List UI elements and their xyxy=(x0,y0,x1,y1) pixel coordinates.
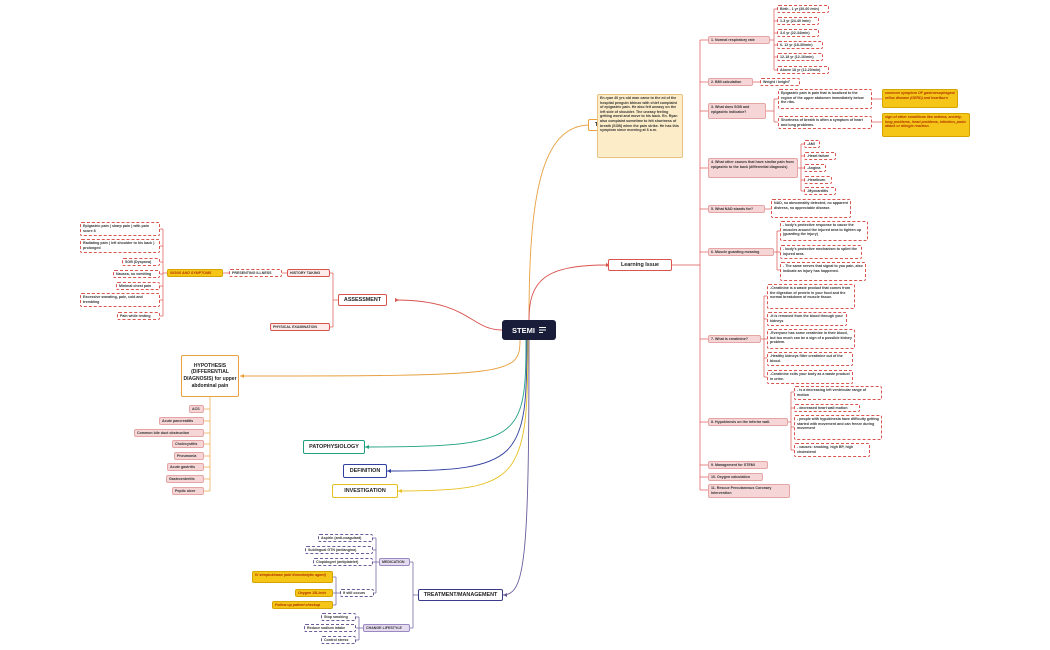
sob-note-1[interactable]: common symptom OF gastroesophageal reflu… xyxy=(882,89,958,108)
learning-item-11[interactable]: 11. Rescue Percutaneous Coronary Interve… xyxy=(708,484,790,498)
learning-item-10[interactable]: 10. Oxygen calculation xyxy=(708,473,763,481)
muscle-item-2[interactable]: - body's protective mechanism to splint … xyxy=(780,245,862,259)
symptom-7[interactable]: Pain while resting xyxy=(117,312,160,320)
topic-pathophysiology[interactable]: PATOPHYSIOLOGY xyxy=(303,440,365,454)
lifestyle-3[interactable]: Control stress xyxy=(321,636,356,644)
physical-examination[interactable]: PHYSICAL EXAMINATION xyxy=(270,323,330,331)
sob-note-2[interactable]: sign of other conditions like asthma, an… xyxy=(882,113,970,137)
ddx-6[interactable]: Acute gastritis xyxy=(167,463,204,471)
topic-hypothesis[interactable]: HYPOTHESIS (DIFFERENTIAL DIAGNOSIS) for … xyxy=(181,355,239,397)
topic-assessment[interactable]: ASSESSMENT xyxy=(338,294,387,306)
symptom-2[interactable]: Radiating pain ( left shoulder to his ba… xyxy=(80,239,160,253)
still-item-3[interactable]: Follow up patient checkup xyxy=(272,601,333,609)
learning-item-7[interactable]: 7. What is creatinine? xyxy=(708,335,761,343)
med-2[interactable]: Sublingual GTN (antiangina) xyxy=(305,546,373,554)
still-item-2[interactable]: Oxygen 15L/min xyxy=(295,589,333,597)
diff-item-5[interactable]: -Myocarditis xyxy=(804,187,836,195)
topic-definition[interactable]: DEFINITION xyxy=(343,464,387,478)
diff-item-2[interactable]: -Heart failure xyxy=(804,152,836,160)
resp-rate-3[interactable]: 3-6 yr (22-34/min) xyxy=(777,29,819,37)
diff-item-3[interactable]: -Angina xyxy=(804,164,826,172)
creatinine-item-5[interactable]: -Creatinine exits your body as a waste p… xyxy=(767,370,853,384)
muscle-item-1[interactable]: - body's protective response to cause th… xyxy=(780,221,868,241)
learning-item-1[interactable]: 1. Normal respiratory rate xyxy=(708,36,770,44)
resp-rate-1[interactable]: Birth - 1 yr (30-60 /min) xyxy=(777,5,829,13)
presenting-illness[interactable]: PRESENTING ILLNESS xyxy=(229,269,282,277)
symptom-6[interactable]: Excessive sweating, pale, cold and tremb… xyxy=(80,293,160,307)
resp-rate-5[interactable]: 12-18 yr (12-16/min) xyxy=(777,53,823,61)
symptom-4[interactable]: Nausea, no vomiting xyxy=(113,270,160,278)
if-still-occurs[interactable]: If still occurs xyxy=(340,589,374,597)
topic-investigation[interactable]: INVESTIGATION xyxy=(332,484,398,498)
creatinine-item-4[interactable]: -Healthy kidneys filter creatinine out o… xyxy=(767,352,853,366)
learning-item-8[interactable]: 8. Hypokinesis on the inferior wall. xyxy=(708,418,788,426)
still-item-1[interactable]: IV streptokinase (anti thrombolytic agen… xyxy=(252,571,333,583)
creatinine-item-2[interactable]: -It is removed from the blood through yo… xyxy=(767,312,847,326)
med-1[interactable]: Aspirin (anti-coagulant) xyxy=(318,534,373,542)
hypo-item-2[interactable]: - decreased heart wall motion xyxy=(794,404,860,412)
medication[interactable]: MEDICATION xyxy=(379,558,410,566)
ddx-5[interactable]: Pneumonia xyxy=(174,452,204,460)
ddx-2[interactable]: Acute pancreatitis xyxy=(159,417,204,425)
ddx-1[interactable]: ACS xyxy=(189,405,204,413)
central-topic-label: STEMI xyxy=(512,325,535,335)
hypo-item-1[interactable]: - is a decreasing left ventricular range… xyxy=(794,386,882,400)
resp-rate-2[interactable]: 1-3 yr (24-40 /min) xyxy=(777,17,819,25)
resp-rate-4[interactable]: 6- 12 yr (18-30/min) xyxy=(777,41,823,49)
ddx-3[interactable]: Common bile duct obstruction xyxy=(134,429,204,437)
symptom-5[interactable]: Minimal chest pain xyxy=(116,282,160,290)
learning-item-6[interactable]: 6. Muscle guarding meaning xyxy=(708,248,774,256)
resp-rate-6[interactable]: Above 18 yr (12-20/min) xyxy=(777,66,829,74)
list-icon xyxy=(538,327,546,333)
learning-item-4[interactable]: 4. What other causes that have similar p… xyxy=(708,158,798,178)
creatinine-item-3[interactable]: -Everyone has some creatinine in their b… xyxy=(767,329,855,349)
bmi-formula[interactable]: Weight / height² xyxy=(760,78,800,86)
hypo-item-3[interactable]: - people with hypokinesia have difficult… xyxy=(794,415,882,440)
signs-and-symptoms[interactable]: SIGNS AND SYMPTOMS xyxy=(167,269,223,277)
central-topic[interactable]: STEMI xyxy=(502,320,556,340)
learning-item-9[interactable]: 9. Management for STEMI xyxy=(708,461,768,469)
nad-text[interactable]: NAD, no abnormality detected, no apparen… xyxy=(771,199,851,218)
lifestyle-2[interactable]: Reduce sodium intake xyxy=(304,624,356,632)
learning-item-3[interactable]: 3. What does SOB and epigastric indicato… xyxy=(708,103,766,119)
symptom-1[interactable]: Epigastric pain ( sharp pain ) with pain… xyxy=(80,222,160,236)
diff-item-1[interactable]: -AMI xyxy=(804,140,820,148)
sob-item-2[interactable]: Shortness of breath is often a symptom o… xyxy=(778,116,872,129)
change-lifestyle[interactable]: CHANGE LIFESTYLE xyxy=(363,624,410,632)
ddx-7[interactable]: Gastroenteritis xyxy=(166,475,204,483)
learning-item-2[interactable]: 2. BMI calculation xyxy=(708,78,753,86)
learning-item-5[interactable]: 5. What NAD stands for? xyxy=(708,205,765,213)
sob-item-1[interactable]: Epigastric pain is pain that is localize… xyxy=(778,89,872,109)
symptom-3[interactable]: SOB (Dyspnea) xyxy=(122,258,160,266)
history-taking[interactable]: HISTORY TAKING xyxy=(287,269,330,277)
topic-treatment[interactable]: TREATMENT/MANAGEMENT xyxy=(418,589,503,601)
lifestyle-1[interactable]: Stop smoking xyxy=(321,613,356,621)
diff-item-4[interactable]: -Heartburn xyxy=(804,176,832,184)
ddx-8[interactable]: Peptic ulcer xyxy=(172,487,204,495)
med-3[interactable]: Clopidogrel (antiplatelet) xyxy=(313,558,373,566)
creatinine-item-1[interactable]: -Creatinine is a waste product that come… xyxy=(767,284,855,309)
topic-learning-issue[interactable]: Learning Issue xyxy=(608,259,672,271)
muscle-item-3[interactable]: - The same nerves that signal to you pai… xyxy=(780,262,866,281)
hypo-item-4[interactable]: - causes: smoking, high BP, high cholest… xyxy=(794,443,870,457)
ddx-4[interactable]: Cholecystitis xyxy=(172,440,204,448)
trigger-text[interactable]: En.ryan 40 yrs old man came to the ed of… xyxy=(597,94,683,158)
